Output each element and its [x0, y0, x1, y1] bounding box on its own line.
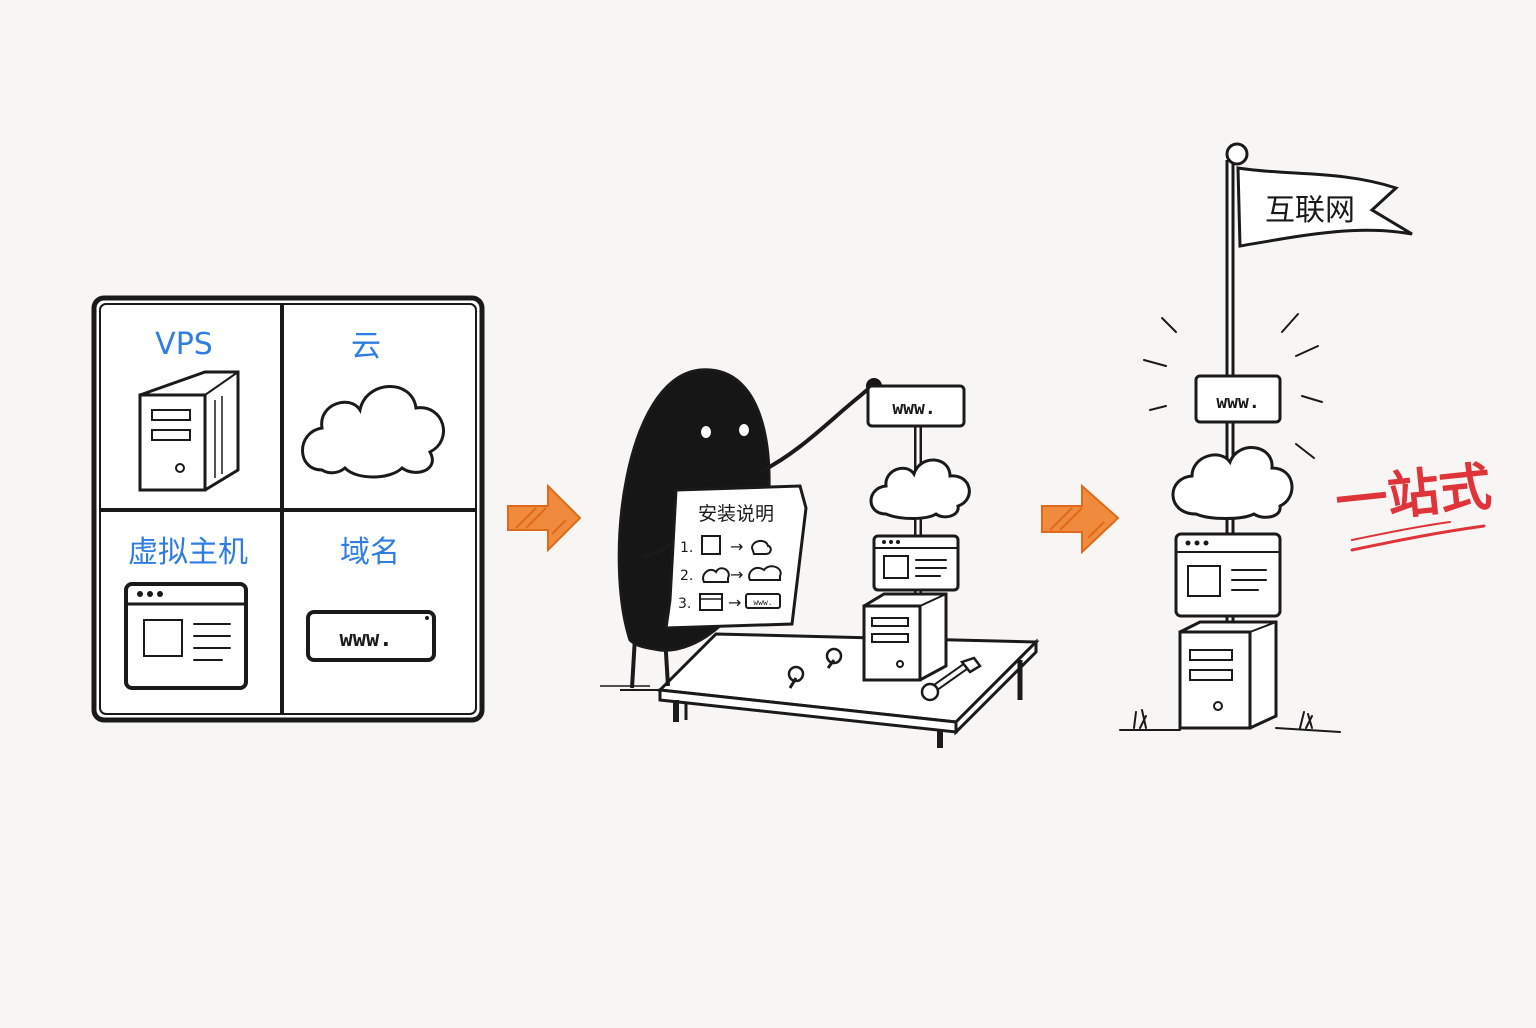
domain-plate-icon: www.	[1194, 374, 1282, 424]
grid-label-domain: 域名	[340, 535, 400, 570]
manual-title: 安装说明	[698, 503, 774, 525]
grass	[1119, 709, 1341, 733]
arrow-right-icon	[507, 483, 582, 553]
grid-label-virtual-host: 虚拟主机	[128, 535, 248, 570]
grid-label-vps: VPS	[155, 327, 213, 362]
browser-window-icon	[124, 582, 248, 690]
domain-plate-icon: www.	[306, 610, 436, 662]
domain-plate-text: www.	[1216, 392, 1259, 413]
bolt-icon	[787, 647, 843, 689]
manual-step-number: 2.	[680, 568, 693, 584]
assembly-scene: 安装说明 1. → 2. → 3. → www.	[600, 368, 1040, 748]
arrow-right-icon: →	[730, 537, 743, 556]
server-tower-icon	[1178, 620, 1278, 730]
server-tower-icon	[138, 370, 240, 492]
result-scene: 互联网 www.	[1119, 142, 1494, 733]
shine-lines	[1143, 313, 1323, 459]
manual-step-number: 1.	[680, 540, 693, 556]
server-tower-icon	[862, 592, 948, 682]
manual-step-number: 3.	[678, 596, 691, 612]
arrow-right-icon: →	[728, 593, 741, 612]
browser-window-icon	[1174, 532, 1282, 618]
domain-plate-text: www.	[340, 627, 393, 652]
cloud-icon	[869, 458, 971, 520]
wrench-icon	[920, 656, 982, 702]
domain-plate-icon: www.	[866, 384, 966, 428]
manual-step-target: www.	[753, 598, 772, 607]
cloud-icon	[301, 385, 445, 479]
slogan: 一站式	[1333, 457, 1494, 552]
arrow-right-icon: →	[730, 565, 743, 584]
options-grid-panel: VPS 云 虚拟主机	[91, 295, 485, 723]
arrow-right-icon	[1041, 483, 1120, 555]
grid-label-cloud: 云	[351, 329, 381, 364]
instruction-manual: 安装说明 1. → 2. → 3. → www.	[664, 484, 808, 630]
internet-flag: 互联网	[1236, 166, 1413, 248]
cloud-icon	[1171, 446, 1294, 520]
flag-label: 互联网	[1265, 193, 1355, 228]
browser-window-icon	[872, 534, 960, 592]
slogan-text: 一站式	[1333, 457, 1494, 533]
domain-plate-text: www.	[892, 398, 935, 419]
assembly-stack: www.	[862, 384, 971, 682]
